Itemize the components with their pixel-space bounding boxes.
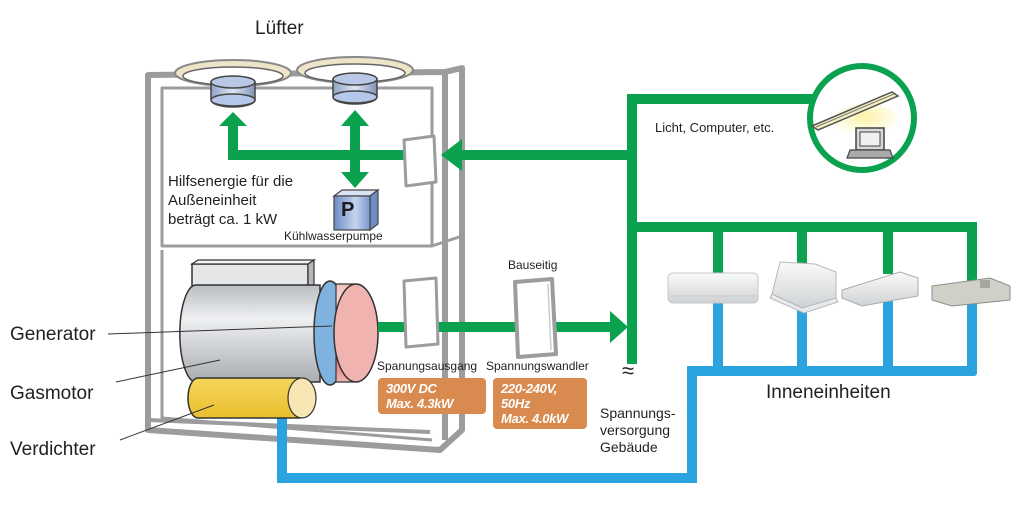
indoor-unit-wall-mounted: [667, 272, 759, 304]
power-feed-to-outdoor: [441, 94, 823, 374]
output-spec-voltage: 300V DC: [386, 381, 437, 396]
aux-power-lines: [219, 110, 406, 188]
aux-power-line2: Außeneinheit: [168, 192, 257, 209]
refrigerant-lines: [277, 300, 977, 483]
voltage-converter-label: Spannungswandler: [486, 359, 589, 373]
output-spec-badge: 300V DC Max. 4.3kW: [378, 378, 486, 414]
site-side-label: Bauseitig: [508, 258, 558, 272]
fans-label: Lüfter: [255, 18, 304, 39]
indoor-power-distribution: [627, 222, 977, 284]
generator-label: Generator: [10, 324, 96, 345]
gas-engine-label: Gasmotor: [10, 383, 94, 404]
indoor-units-label: Inneneinheiten: [766, 382, 891, 403]
compressor: [187, 377, 317, 419]
aux-power-line1: Hilfsenergie für die: [168, 173, 294, 190]
converter-spec-power: Max. 4.0kW: [501, 411, 569, 426]
loads-circle: [807, 63, 917, 173]
fan-left: [174, 59, 292, 108]
junction-box-upper: [402, 134, 438, 188]
fan-right: [296, 56, 414, 105]
coolant-pump: [332, 188, 380, 232]
indoor-unit-ceiling-cassette: [769, 261, 839, 314]
output-spec-power: Max. 4.3kW: [386, 396, 454, 411]
building-supply-line2: versorgung: [600, 422, 671, 438]
outdoor-unit-frame: [145, 65, 465, 453]
converter-spec-badge: 220-240V, 50Hz Max. 4.0kW: [493, 378, 587, 429]
converter-spec-voltage: 220-240V, 50Hz: [501, 381, 558, 411]
leader-lines: [107, 325, 333, 441]
compressor-label: Verdichter: [10, 439, 96, 460]
generator: [313, 280, 379, 386]
building-supply-line1: Spannungs-: [600, 405, 676, 421]
loads-label: Licht, Computer, etc.: [655, 120, 775, 135]
building-supply-line3: Gebäude: [600, 439, 658, 455]
building-supply-label: Spannungs- versorgung Gebäude: [600, 405, 676, 456]
break-symbol: ≈: [622, 358, 635, 383]
pump-letter: P: [341, 199, 355, 221]
voltage-converter-box: [513, 277, 558, 359]
coolant-pump-label: Kühlwasserpumpe: [284, 229, 383, 243]
generator-output-line: [378, 311, 628, 343]
voltage-output-box: [402, 276, 440, 349]
aux-power-line3: beträgt ca. 1 kW: [168, 211, 278, 228]
gas-engine: [179, 258, 321, 383]
indoor-unit-ducted: [931, 277, 1011, 307]
aux-power-note: Hilfsenergie für die Außeneinheit beträg…: [168, 172, 293, 229]
voltage-output-label: Spanungsausgang: [377, 359, 478, 373]
indoor-unit-ceiling-suspended: [841, 271, 919, 307]
